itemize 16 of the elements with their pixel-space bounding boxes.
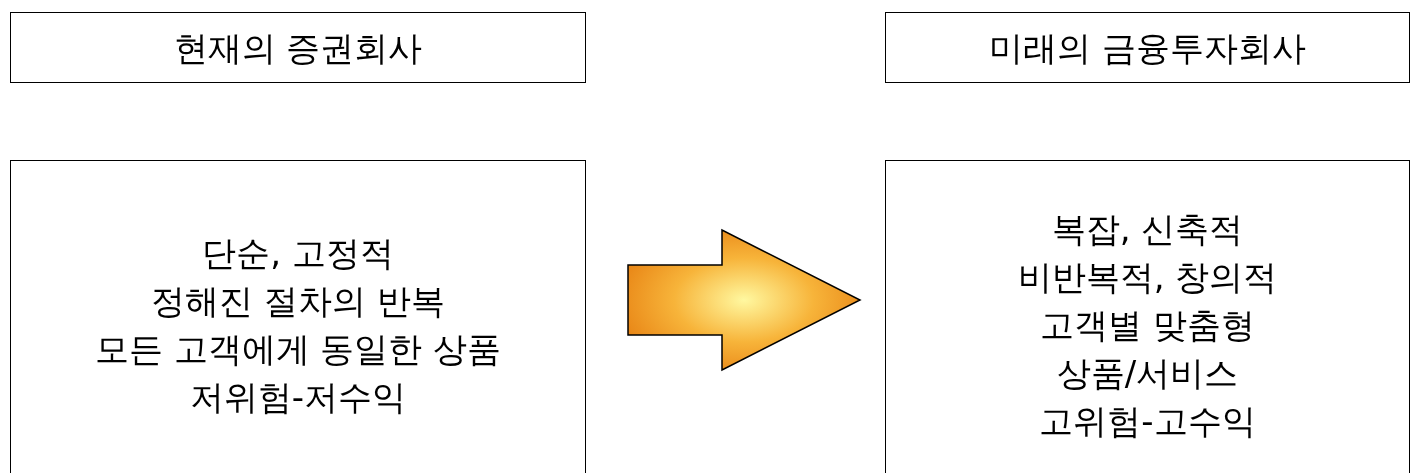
text-line: 고위험-고수익 bbox=[1039, 400, 1256, 443]
text-line: 정해진 절차의 반복 bbox=[151, 280, 445, 323]
content-box bbox=[10, 160, 586, 473]
text-line: 고객별 맞춤형 bbox=[1040, 304, 1255, 347]
heading-text: 현재의 증권회사 bbox=[173, 26, 423, 70]
block-arrow bbox=[627, 228, 862, 372]
text-line: 복잡, 신축적 bbox=[1051, 208, 1244, 251]
heading-box bbox=[10, 12, 586, 83]
text-line: 저위험-저수익 bbox=[189, 376, 407, 419]
text-line: 비반복적, 창의적 bbox=[1017, 256, 1278, 299]
text-line: 상품/서비스 bbox=[1056, 352, 1239, 395]
heading-box bbox=[885, 12, 1410, 83]
text-line: 단순, 고정적 bbox=[202, 232, 394, 275]
heading-text: 미래의 금융투자회사 bbox=[989, 26, 1306, 70]
text-line: 모든 고객에게 동일한 상품 bbox=[94, 328, 502, 371]
content-box bbox=[885, 160, 1410, 473]
